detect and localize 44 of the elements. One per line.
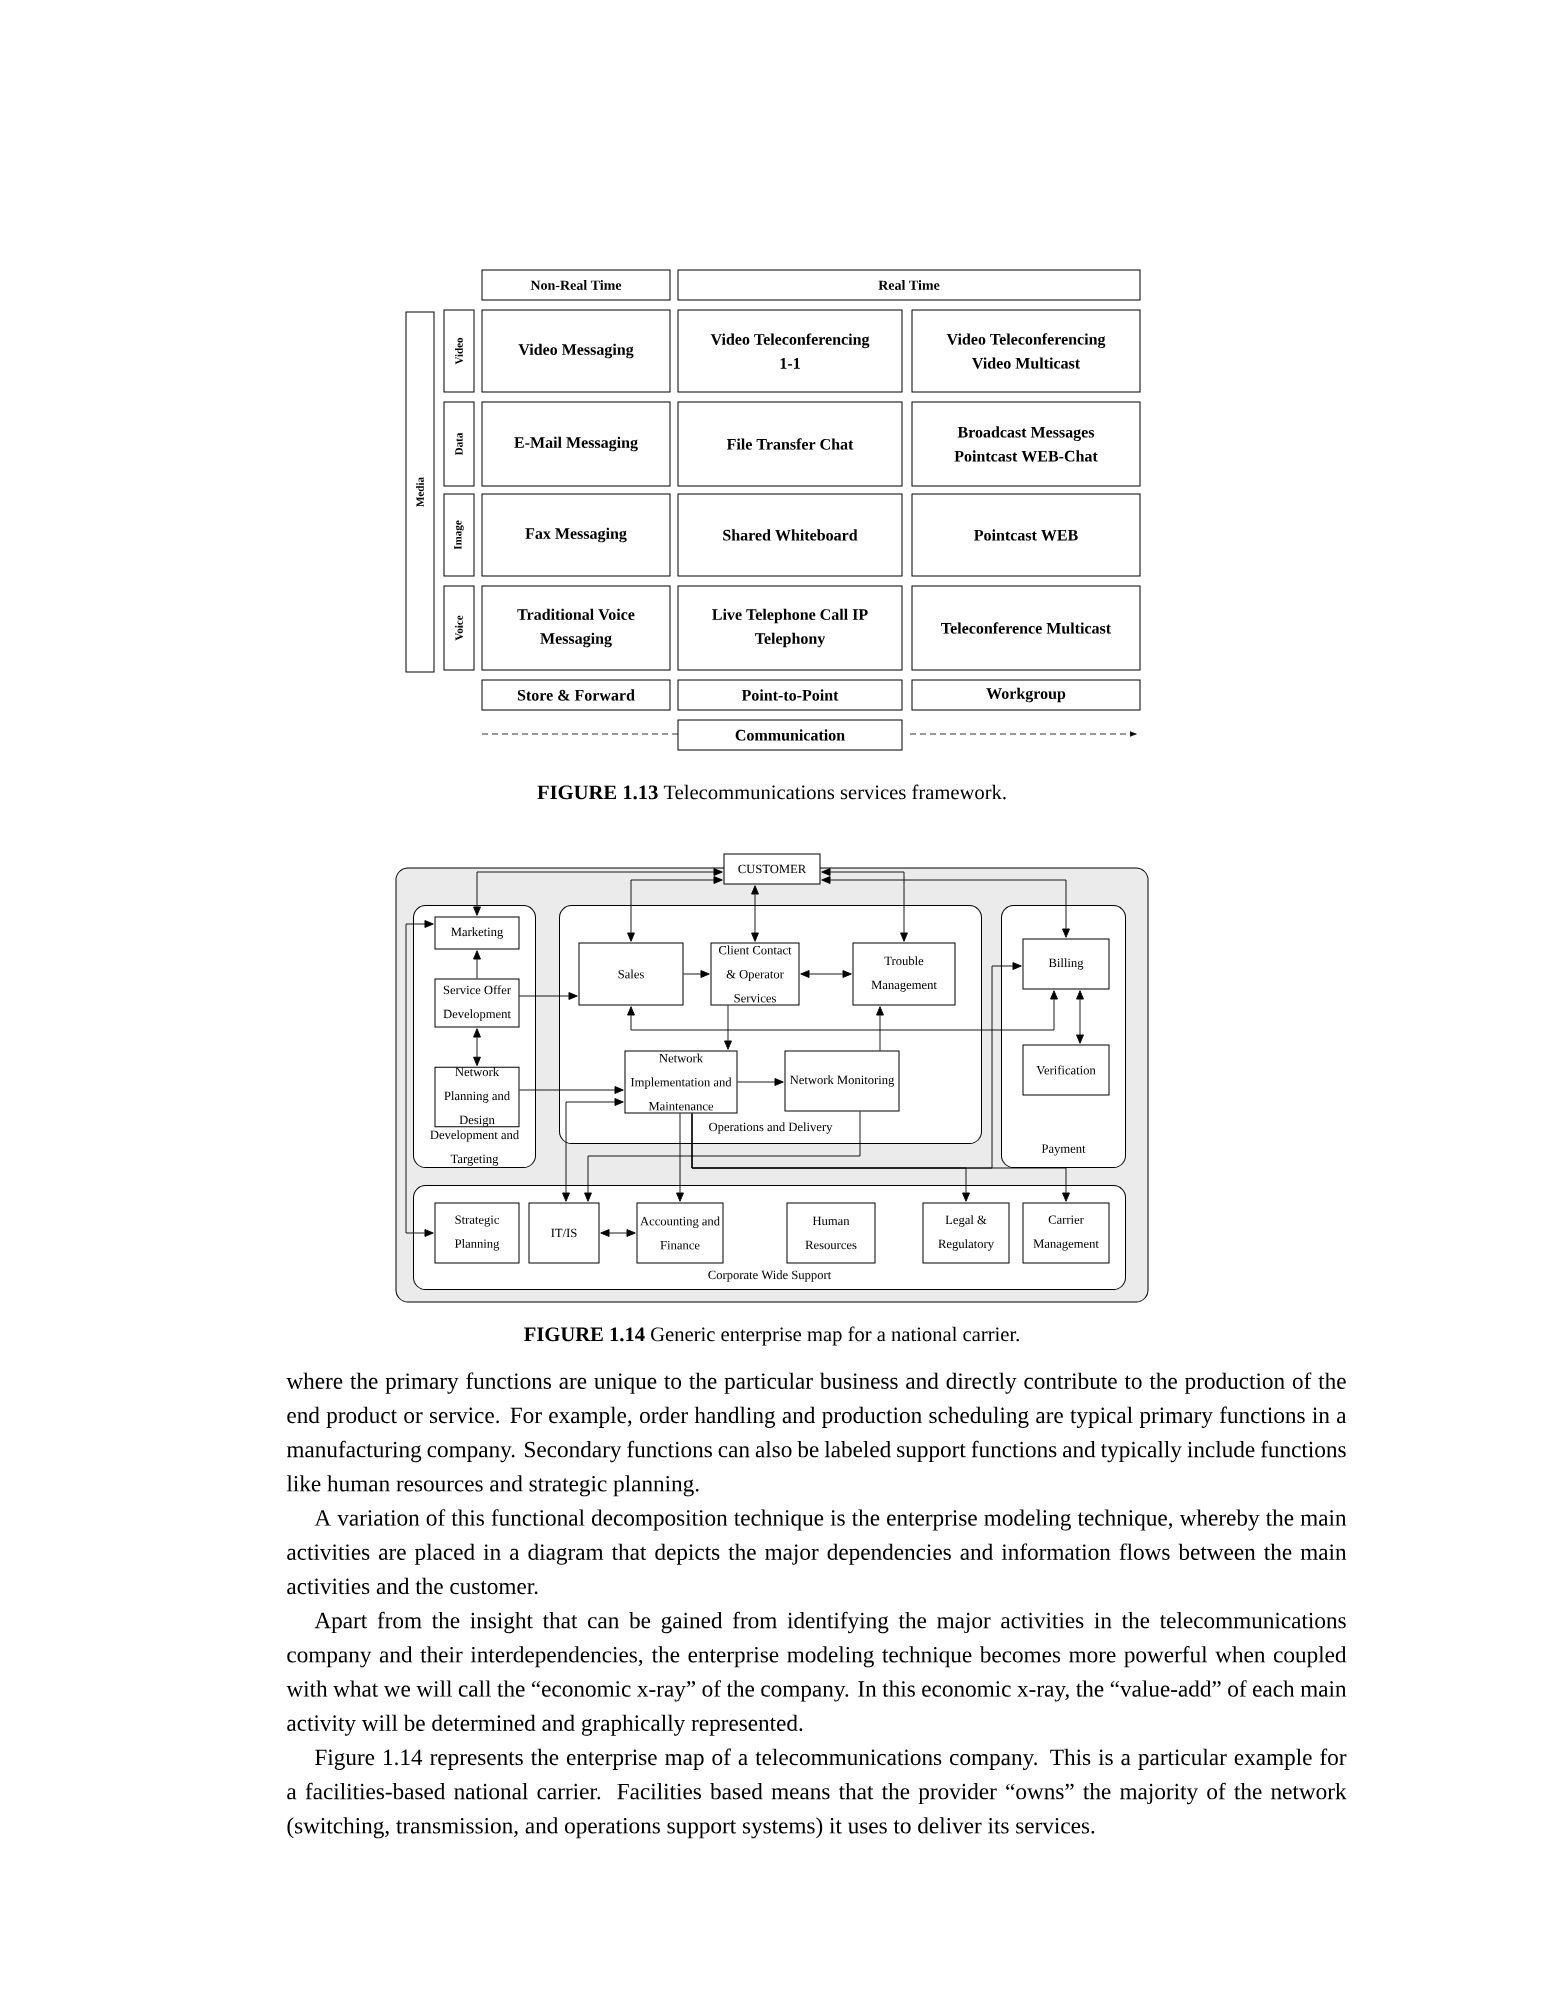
figure-caption: FIGURE 1.13 Telecommunications services framework. [537, 784, 1006, 800]
arrow [627, 990, 1058, 1031]
arrow [473, 1028, 481, 1066]
paragraph: A variation of this functional decomposition technique is the enterprise modeling technique, whereby the main activities are placed in a diagram that depicts the major dependencies and information flows between the main activities and the customer. [287, 1509, 1347, 1595]
service-cell: Traditional Voice Messaging [481, 585, 671, 671]
category-box: Workgroup [911, 679, 1141, 711]
service-cell: Shared Whiteboard [677, 493, 903, 577]
arrow [683, 970, 710, 978]
arrow [800, 970, 852, 978]
arrow [600, 1229, 636, 1237]
arrow [405, 920, 434, 1237]
service-cell: Live Telephone Call IP Telephony [677, 585, 903, 671]
arrow [737, 1078, 784, 1086]
arrow [751, 885, 759, 942]
arrow [876, 1006, 884, 1051]
paragraph: Figure 1.14 represents the enterprise map of a telecommunications company. This is a particular example for a facilities-based national carrier. Facilities based means that the provider “owns” the majority of the network (switching, transmission, and operations support systems) it uses to deliver its services. [287, 1748, 1347, 1839]
service-cell: Pointcast WEB [911, 493, 1141, 577]
figure-caption: FIGURE 1.14 Generic enterprise map for a national carrier. [524, 1326, 1019, 1346]
category-box: Store & Forward [481, 679, 671, 711]
service-cell: Video Teleconferencing 1-1 [677, 309, 903, 393]
arrow [473, 950, 481, 979]
arrow [473, 868, 723, 916]
service-cell: E-Mail Messaging [481, 401, 671, 487]
arrow [1076, 990, 1084, 1044]
service-cell: Teleconference Multicast [911, 585, 1141, 671]
service-cell: Fax Messaging [481, 493, 671, 577]
arrow [562, 1098, 624, 1202]
service-cell: Broadcast Messages Pointcast WEB-Chat [911, 401, 1141, 487]
service-cell: Video Teleconferencing Video Multicast [911, 309, 1141, 393]
arrow [821, 876, 1070, 938]
service-cell: File Transfer Chat [677, 401, 903, 487]
arrow [627, 876, 723, 942]
arrow [821, 868, 908, 942]
category-box: Point-to-Point [677, 679, 903, 711]
arrow [519, 1086, 624, 1094]
category-box: Communication [677, 719, 903, 751]
arrow [676, 1113, 684, 1202]
arrow [724, 1005, 732, 1050]
paragraph: Apart from the insight that can be gained from identifying the major activities in the telecommunications company and their interdependencies, the enterprise modeling technique becomes more powerful when coupled with what we will call the “economic x-ray” of the company. In this economic x-ray, the “value-add” of each main activity will be determined and graphically represented. [286, 1611, 1347, 1736]
service-cell: Video Messaging [481, 309, 671, 393]
arrow [519, 992, 578, 1000]
arrow [584, 1111, 861, 1202]
arrow [691, 962, 1022, 1169]
paragraph: where the primary functions are unique to the particular business and directly contribute to the production of the end product or service. For example, order handling and production scheduling are typical primary functions in a manufacturing company. Secondary functions can also be labeled support functions and typically include functions like human resources and strategic planning. [286, 1372, 1347, 1497]
